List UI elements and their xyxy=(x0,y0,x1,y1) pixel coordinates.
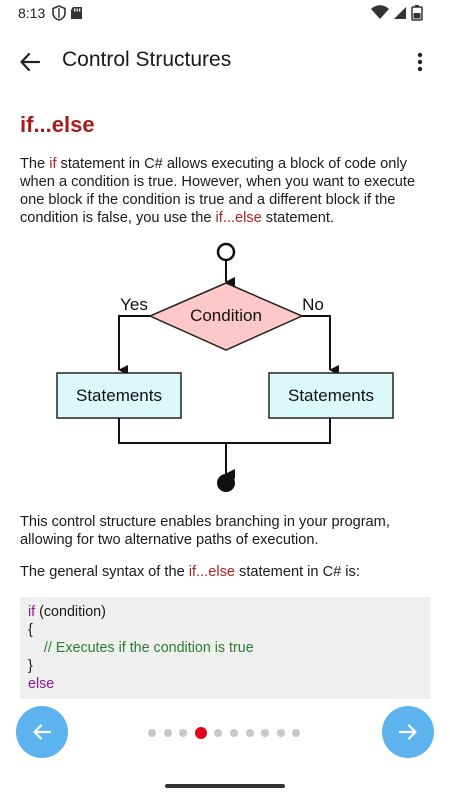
code-line: { xyxy=(28,622,33,638)
no-label: No xyxy=(302,295,324,314)
status-time: 8:13 xyxy=(18,5,46,21)
if-else-flowchart: Condition Yes No Statements Statements xyxy=(0,238,450,498)
page-dot xyxy=(163,729,172,737)
previous-page-button[interactable] xyxy=(16,706,68,758)
code-line: if (condition) xyxy=(28,604,106,620)
branching-paragraph: This control structure enables branching… xyxy=(20,514,390,548)
condition-diamond xyxy=(148,282,304,351)
page-dot xyxy=(245,729,254,737)
statements-box-true xyxy=(56,372,182,419)
home-indicator[interactable] xyxy=(165,784,285,788)
statements-box-false xyxy=(268,372,394,419)
section-heading: if...else xyxy=(20,112,95,137)
code-comment: // Executes if the condition is true xyxy=(28,640,254,656)
status-bar: 8:13 xyxy=(0,0,450,28)
end-node xyxy=(217,474,235,492)
page-dot xyxy=(276,729,285,737)
status-right-icons xyxy=(370,4,430,27)
lesson-content: if...else The if statement in C# allows … xyxy=(20,100,432,227)
code-line: else xyxy=(28,676,55,692)
back-button[interactable] xyxy=(14,46,46,78)
sd-card-icon xyxy=(71,7,82,19)
more-vert-icon xyxy=(417,52,423,72)
page-indicator xyxy=(148,727,308,739)
status-left-icons xyxy=(52,5,88,26)
code-block: if (condition) { // Executes if the cond… xyxy=(20,597,430,699)
page-dot xyxy=(179,729,188,737)
next-page-button[interactable] xyxy=(382,706,434,758)
signal-icon xyxy=(394,7,406,19)
more-options-button[interactable] xyxy=(404,46,436,78)
code-line: } xyxy=(28,658,33,674)
app-bar: Control Structures xyxy=(0,34,450,90)
page-dot xyxy=(229,729,238,737)
keyword-if-else: if...else xyxy=(215,210,262,226)
page-dot xyxy=(261,729,270,737)
keyword-if: if xyxy=(49,156,57,172)
statements-label-false: Statements xyxy=(288,386,374,405)
start-node xyxy=(216,242,236,262)
yes-label: Yes xyxy=(120,295,148,314)
arrow-left-icon xyxy=(33,724,52,740)
keyword-if-else: if...else xyxy=(188,564,235,580)
shield-icon xyxy=(52,5,66,21)
condition-label: Condition xyxy=(190,306,262,325)
arrow-right-icon xyxy=(398,724,417,740)
page-dot xyxy=(292,729,301,737)
intro-paragraph: The if statement in C# allows executing … xyxy=(20,156,416,226)
battery-icon xyxy=(411,5,423,21)
page-dot xyxy=(214,729,223,737)
arrow-back-icon xyxy=(20,52,41,72)
page-dot xyxy=(148,729,156,737)
syntax-intro-paragraph: The general syntax of the if...else stat… xyxy=(20,564,360,580)
statements-label-true: Statements xyxy=(76,386,162,405)
page-title: Control Structures xyxy=(62,48,232,71)
wifi-icon xyxy=(371,5,389,19)
page-dot-active xyxy=(194,727,207,739)
